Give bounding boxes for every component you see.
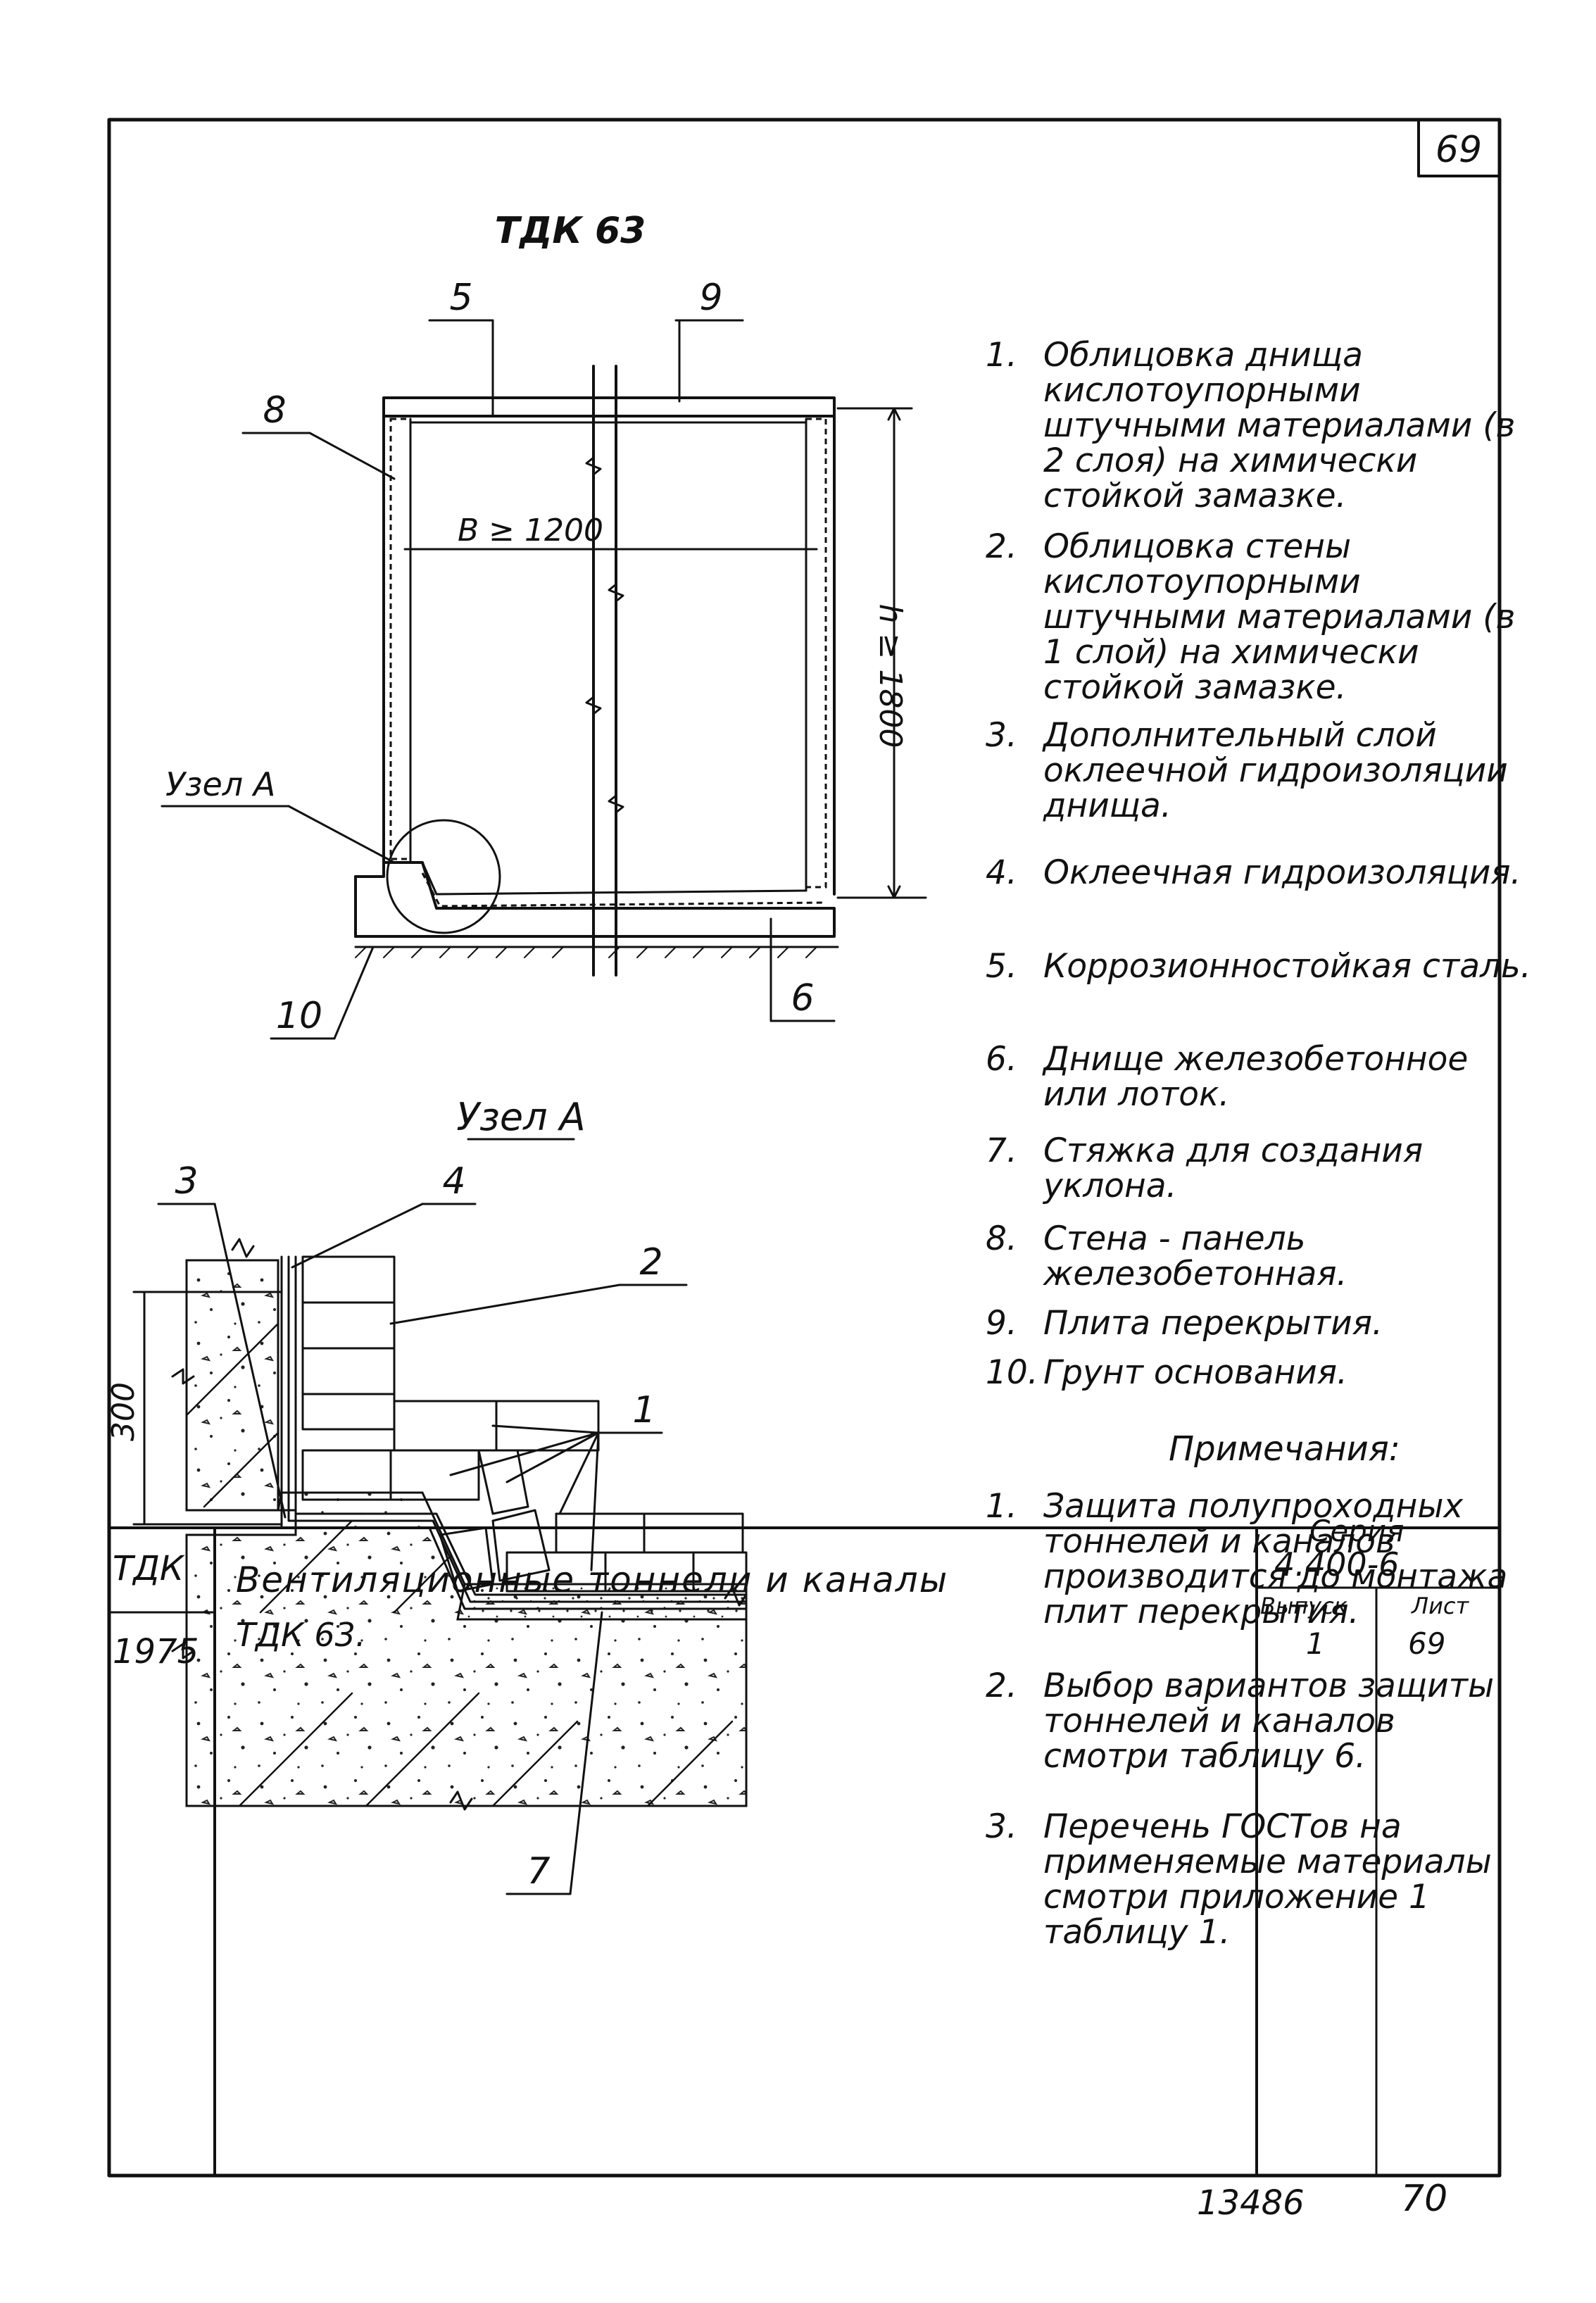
legend-num: 8. — [986, 1219, 1017, 1258]
legend-num: 10. — [986, 1353, 1038, 1392]
legend-num: 4. — [986, 853, 1017, 892]
legend-text: Дополнительный слой оклеечной гидроизоля… — [1043, 716, 1508, 825]
height-dimension: h ≥ 1800 — [872, 604, 908, 748]
legend-num: 6. — [986, 1040, 1017, 1079]
node-a-detail: 300 3 4 2 1 7 — [106, 1160, 748, 1895]
legend-num: 5. — [986, 947, 1017, 986]
dimension-300: 300 — [106, 1382, 142, 1441]
label-8: 8 — [263, 389, 286, 432]
legend-text: Грунт основания. — [1043, 1353, 1347, 1392]
notes-heading: Примечания: — [1169, 1429, 1400, 1469]
legend-text: Коррозионностойкая сталь. — [1043, 947, 1531, 986]
page-number-box: 69 — [1417, 118, 1501, 177]
note-num: 3. — [986, 1807, 1017, 1846]
notes-block: Примечания: 1. Защита полупроходных тонне… — [986, 1429, 1563, 1950]
title-block — [108, 1526, 1501, 2177]
page-number: 69 — [1435, 129, 1482, 171]
note-num: 1. — [986, 1487, 1017, 1526]
tb-sheet-label: Лист — [1412, 1593, 1469, 1619]
detail-label-4: 4 — [442, 1160, 465, 1203]
tb-year: 1975 — [113, 1632, 199, 1671]
node-a-label: Узел А — [165, 765, 275, 803]
width-dimension: В ≥ 1200 — [458, 513, 603, 548]
label-6: 6 — [791, 977, 814, 1019]
drawing-title: ТДК 63 — [495, 210, 646, 252]
legend-num: 3. — [986, 716, 1017, 755]
legend-text: Плита перекрытия. — [1043, 1304, 1383, 1343]
note-text: Защита полупроходных тоннелей и каналов … — [1043, 1487, 1508, 1631]
archive-number: 13486 — [1197, 2183, 1305, 2223]
detail-label-2: 2 — [639, 1241, 662, 1284]
page-counter: 70 — [1401, 2178, 1447, 2220]
tb-title-line1: Вентиляционные тоннели и каналы — [236, 1560, 949, 1600]
detail-label-7: 7 — [527, 1850, 550, 1893]
label-5: 5 — [449, 277, 472, 319]
node-a-circle — [386, 819, 501, 934]
tb-series-label: Серия — [1309, 1514, 1405, 1548]
legend-text: Облицовка днища кислотоупорными штучными… — [1043, 336, 1516, 515]
legend-num: 9. — [986, 1304, 1017, 1343]
tb-title-line2: ТДК 63. — [236, 1616, 366, 1654]
section-drawing: В ≥ 1200 h ≥ 1800 5 9 8 Узел А 10 6 — [161, 277, 927, 1040]
legend-text: Оклеечная гидроизоляция. — [1043, 853, 1521, 892]
legend-text: Облицовка стены кислотоупорными штучными… — [1043, 527, 1516, 707]
legend-num: 1. — [986, 336, 1017, 375]
label-9: 9 — [699, 277, 722, 319]
legend-num: 7. — [986, 1131, 1017, 1170]
legend-text: Стяжка для создания уклона. — [1043, 1131, 1424, 1205]
label-10: 10 — [276, 995, 322, 1037]
tb-code: ТДК — [113, 1549, 184, 1588]
node-a-heading: Узел А — [456, 1095, 586, 1141]
legend-text: Днище железобетонное или лоток. — [1043, 1040, 1469, 1114]
tb-issue-value: 1 — [1306, 1626, 1325, 1661]
note-text: Перечень ГОСТов на применяемые материалы… — [1043, 1807, 1492, 1952]
node-a-title: Узел А — [456, 1095, 585, 1139]
detail-label-1: 1 — [632, 1389, 655, 1431]
tb-series-value: 4.400-6 — [1274, 1545, 1400, 1583]
legend-list: 1. Облицовка днища кислотоупорными штучны… — [986, 338, 1563, 1394]
note-num: 2. — [986, 1667, 1017, 1705]
cover-slab — [382, 396, 836, 418]
note-text: Выбор вариантов защиты тоннелей и канало… — [1043, 1667, 1495, 1776]
wall-lining-right — [805, 418, 827, 889]
detail-label-3: 3 — [175, 1160, 198, 1203]
tb-sheet-value: 69 — [1408, 1626, 1446, 1661]
legend-text: Стена - панель железобетонная. — [1043, 1219, 1347, 1293]
wall-lining-left — [389, 418, 412, 860]
tb-issue-label: Выпуск — [1260, 1593, 1347, 1619]
legend-num: 2. — [986, 527, 1017, 566]
